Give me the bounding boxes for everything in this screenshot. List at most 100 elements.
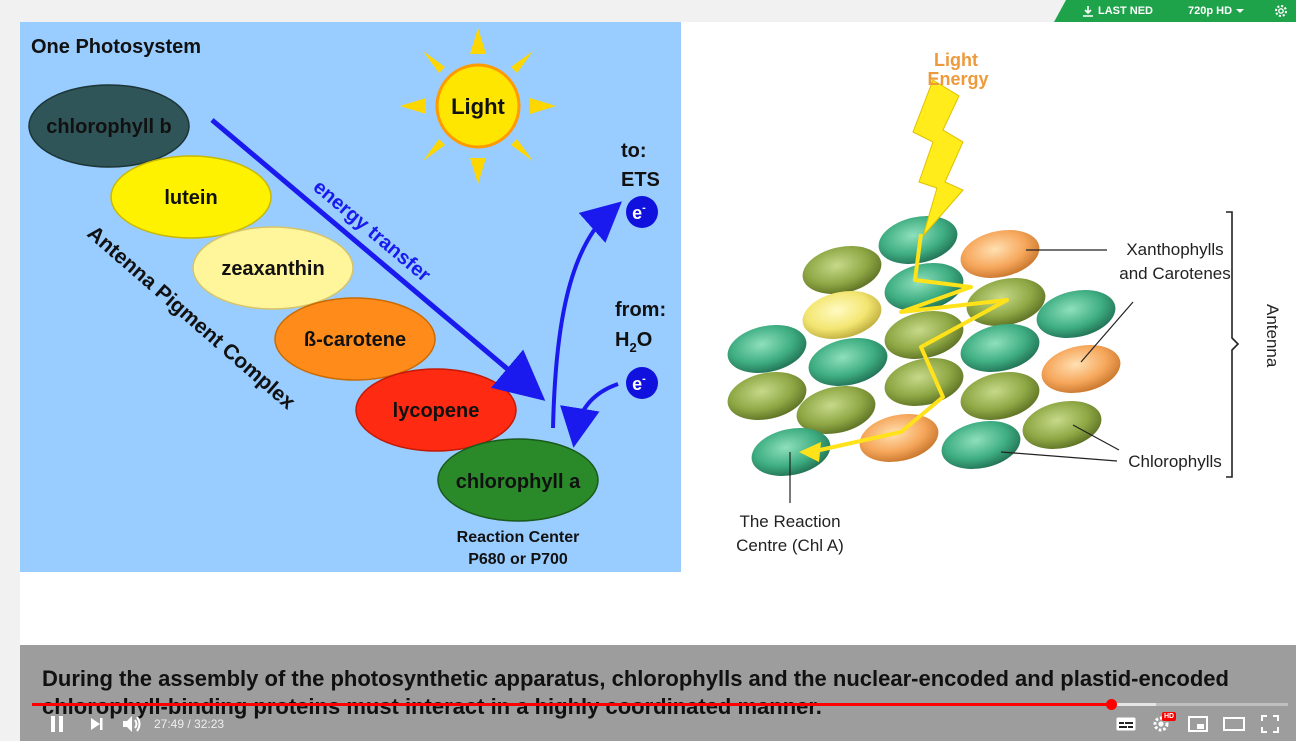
reaction-centre-disc	[751, 428, 831, 476]
download-label: LAST NED	[1098, 5, 1153, 17]
pigment-label-zeaxanthin: zeaxanthin	[221, 258, 324, 280]
light-energy-label-2: Energy	[927, 69, 988, 89]
miniplayer-button[interactable]	[1184, 707, 1212, 741]
lightning-bolt-icon	[912, 79, 964, 237]
pigment-disc	[802, 291, 882, 339]
energy-path-arrowhead	[799, 442, 821, 462]
progress-scrubber[interactable]	[1105, 699, 1117, 710]
progress-bar[interactable]	[32, 699, 1288, 710]
xanthophylls-label-1: Xanthophylls	[1126, 240, 1223, 259]
duration: 32:23	[194, 717, 225, 731]
player-controls: 27:49 / 32:23 HD	[20, 707, 1296, 741]
pigment-disc	[884, 263, 964, 311]
callout-line	[1000, 451, 1118, 462]
callout-line	[1080, 301, 1134, 363]
next-button[interactable]	[82, 707, 112, 741]
pigment-disc	[941, 421, 1021, 469]
progress-played	[32, 703, 1111, 706]
pigment-lycopene	[355, 368, 517, 452]
callout-line	[1072, 424, 1120, 451]
electron-out-badge	[626, 196, 658, 228]
photosystem-svg: One Photosystem Light chlorophyll b lute…	[28, 28, 666, 568]
pigment-disc	[727, 372, 807, 420]
reaction-center-type: P680 or P700	[468, 551, 568, 568]
reaction-center-label: Reaction Center	[457, 529, 580, 546]
pause-button[interactable]	[42, 707, 72, 741]
pigment-beta-carotene	[274, 297, 436, 381]
gear-icon	[1275, 5, 1287, 17]
settings-button[interactable]	[1266, 0, 1296, 22]
electron-in-badge	[626, 367, 658, 399]
current-time: 27:49	[154, 717, 185, 731]
electron-in-label: e-	[632, 373, 646, 394]
sun-icon	[400, 28, 556, 184]
theater-mode-button[interactable]	[1220, 707, 1248, 741]
miniplayer-icon	[1188, 716, 1208, 732]
to-label: to:	[621, 140, 647, 162]
pigment-disc	[808, 338, 888, 386]
photosystem-diagram: One Photosystem Light chlorophyll b lute…	[20, 22, 681, 572]
light-energy-label-1: Light	[934, 50, 978, 70]
pigment-disc	[796, 386, 876, 434]
antenna-svg: Light Energy Xanthophylls and Carotenes …	[727, 50, 1282, 555]
download-button[interactable]: LAST NED	[1082, 0, 1153, 22]
time-display: 27:49 / 32:23	[154, 717, 225, 731]
diagram-title: One Photosystem	[31, 36, 201, 58]
quality-label: 720p HD	[1188, 5, 1233, 17]
from-label: from:	[615, 299, 666, 321]
fullscreen-icon	[1261, 715, 1279, 733]
top-action-bar: LAST NED 720p HD	[1054, 0, 1296, 22]
pigment-lutein	[110, 155, 272, 239]
subtitles-icon	[1116, 717, 1136, 731]
pigment-disc	[802, 246, 882, 294]
settings-gear-button[interactable]: HD	[1146, 707, 1177, 741]
pigment-disc	[727, 325, 807, 373]
reaction-centre-label-2: Centre (Chl A)	[736, 536, 844, 555]
from-h2o-arrow	[560, 382, 619, 448]
pigment-disc	[884, 311, 964, 359]
to-ets-arrow	[551, 201, 622, 429]
pigment-disc	[1041, 345, 1121, 393]
pigment-disc	[960, 324, 1040, 372]
pigment-disc	[960, 372, 1040, 420]
caret-down-icon	[1236, 9, 1245, 13]
download-icon	[1083, 6, 1093, 17]
antenna-bracket	[1226, 211, 1240, 478]
volume-button[interactable]	[118, 707, 146, 741]
volume-icon	[123, 716, 141, 732]
subtitles-button[interactable]	[1112, 707, 1140, 741]
pigment-label-chlorophyll-b: chlorophyll b	[46, 116, 172, 138]
energy-path	[810, 233, 1009, 454]
pause-icon	[51, 716, 63, 732]
sun-label: Light	[451, 94, 505, 119]
fullscreen-button[interactable]	[1256, 707, 1284, 741]
pigment-chlorophyll-a	[437, 438, 599, 522]
electron-out-label: e-	[632, 202, 646, 223]
pigment-label-beta-carotene: ß-carotene	[304, 329, 406, 351]
pigment-disc	[859, 414, 939, 462]
pigment-zeaxanthin	[192, 226, 354, 310]
pigment-disc	[1022, 401, 1102, 449]
pigment-label-lutein: lutein	[164, 187, 217, 209]
pigment-label-lycopene: lycopene	[393, 400, 480, 422]
ets-label: ETS	[621, 169, 660, 191]
antenna-diagram: Light Energy Xanthophylls and Carotenes …	[681, 22, 1296, 572]
pigment-label-chlorophyll-a: chlorophyll a	[456, 471, 581, 493]
video-frame[interactable]: One Photosystem Light chlorophyll b lute…	[20, 22, 1296, 741]
caption-bar: During the assembly of the photosyntheti…	[20, 645, 1296, 741]
pigment-chlorophyll-b	[28, 84, 190, 168]
settings-gear-icon	[1153, 716, 1169, 732]
pigment-disc	[884, 358, 964, 406]
h2o-label: H2O	[615, 329, 652, 355]
quality-selector[interactable]: 720p HD	[1188, 0, 1245, 22]
pigment-disc	[960, 230, 1040, 278]
reaction-centre-label-1: The Reaction	[739, 512, 840, 531]
theater-mode-icon	[1223, 717, 1245, 731]
antenna-label: Antenna	[1263, 304, 1282, 368]
energy-transfer-arrow	[210, 118, 546, 401]
caption-text: During the assembly of the photosyntheti…	[42, 666, 1229, 719]
pigment-disc	[1036, 290, 1116, 338]
xanthophylls-label-2: and Carotenes	[1119, 264, 1231, 283]
pigment-disc	[878, 216, 958, 264]
hd-badge: HD	[1162, 712, 1177, 721]
